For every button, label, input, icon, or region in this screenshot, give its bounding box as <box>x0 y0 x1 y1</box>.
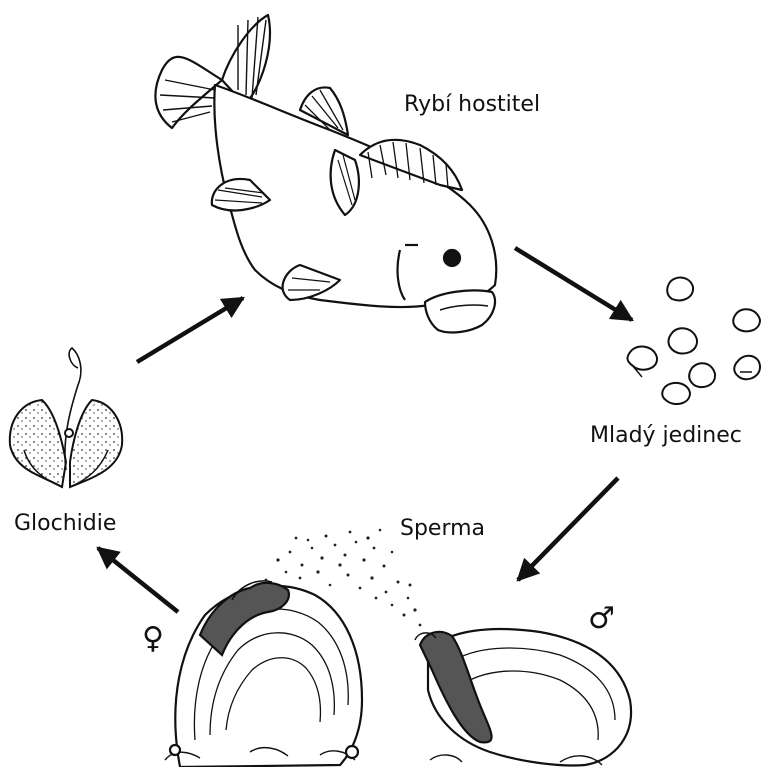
female-mussel-illustration <box>165 581 362 767</box>
female-symbol: ♀ <box>142 624 164 654</box>
glochidia-label: Glochidie <box>14 513 116 535</box>
glochidium-illustration <box>10 348 122 487</box>
fish-host-label: Rybí hostitel <box>404 94 540 116</box>
fish-mouth <box>425 290 495 332</box>
male-symbol: ♂ <box>588 604 615 634</box>
fish-eye <box>444 250 460 266</box>
arrow-glochidia-to-fish <box>137 298 243 362</box>
arrow-fish-to-juvenile <box>515 248 632 320</box>
male-mussel-illustration <box>415 629 631 765</box>
fish-host-illustration <box>155 15 496 332</box>
arrow-female-to-glochidia <box>98 548 178 612</box>
arrow-juvenile-to-male <box>518 478 618 580</box>
sperm-label: Sperma <box>400 518 485 540</box>
juvenile-mussels-illustration <box>627 278 760 404</box>
juvenile-label: Mladý jedinec <box>590 425 742 447</box>
